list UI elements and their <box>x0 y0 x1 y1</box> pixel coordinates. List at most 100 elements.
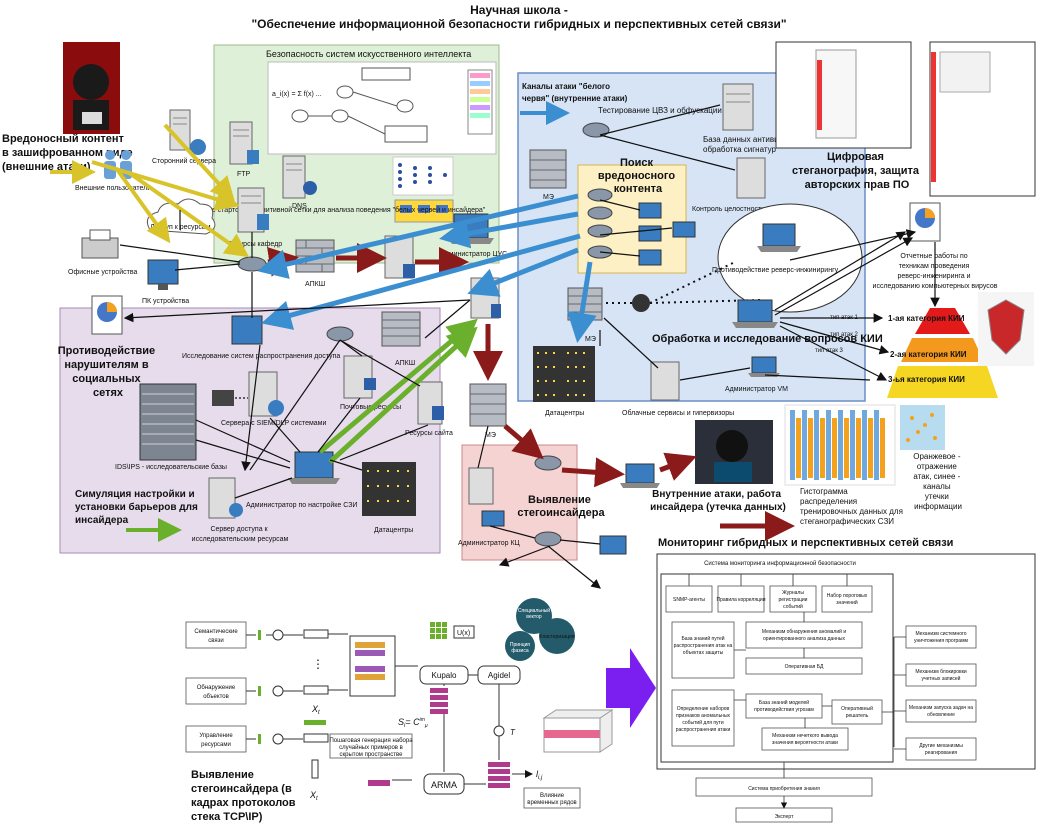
ids-rack-icon <box>139 383 197 461</box>
integrity-label: Контроль целостности ПО и версий <box>692 205 808 213</box>
report-top-icon <box>91 295 123 335</box>
internal-hacker-image <box>695 420 773 484</box>
res-dept-server-icon <box>237 187 269 233</box>
reports-icon <box>909 202 941 242</box>
ftp-server-icon <box>229 121 259 165</box>
insider-server-icon <box>468 467 494 505</box>
site-label: Ресурсы сайта <box>405 429 453 437</box>
scatter-image <box>900 405 945 450</box>
svg-text:SNMP-агенты: SNMP-агенты <box>673 597 705 603</box>
access-srv-label: Сервер доступа к исследовательским ресур… <box>192 526 289 543</box>
camera-icon <box>212 390 234 406</box>
white-worm-sub: Тестирование ЦВЗ и обфускации <box>598 106 722 115</box>
kii3-label: 3-ья категория КИИ <box>888 375 965 384</box>
kii1-label: 1-ая категория КИИ <box>888 314 965 323</box>
colored-arrows <box>91 123 795 541</box>
ai-region-title: Безопасность систем искусственного интел… <box>266 49 471 59</box>
emblem-icon <box>978 292 1034 366</box>
office-label: Офисные устройства <box>68 268 138 276</box>
admin-szi-icon <box>288 451 340 484</box>
dns-label: DNS <box>292 203 307 210</box>
me3-label: МЭ <box>485 432 496 439</box>
svg-text:Правила корреляции: Правила корреляции <box>717 597 766 603</box>
pc-label: ПК устройства <box>142 297 189 305</box>
pc-icon <box>147 259 179 290</box>
svg-text:Оперативная БД: Оперативная БД <box>785 664 824 670</box>
cloud-server-icon <box>650 361 680 401</box>
router-top-icon <box>582 122 610 138</box>
svg-text:li,j: li,j <box>536 769 543 781</box>
hacker-image <box>63 42 120 134</box>
internal-label: Внутренние атаки, работа инсайдера (утеч… <box>650 488 786 513</box>
simulation-label: Симуляция настройки и установки барьеров… <box>75 489 201 526</box>
office-printer-icon <box>81 229 119 259</box>
svg-text:⋮: ⋮ <box>312 657 324 671</box>
res-dept-label: Ресурсы кафедр <box>228 241 282 248</box>
router-insider2-icon <box>534 531 562 547</box>
orange-label: Оранжевое - отражение атак, синее - кана… <box>913 452 963 511</box>
siem-label: Сервера с SIEM/DLP системами <box>221 420 326 427</box>
dns-server-icon <box>282 155 317 199</box>
svg-text:Xt: Xt <box>309 790 318 802</box>
me2-label: МЭ <box>585 336 596 343</box>
social-title: Противодействие нарушителям в социальных… <box>58 345 158 399</box>
admin-cus-label: Администратор ЦУС <box>440 251 507 258</box>
title-line1: Научная школа - <box>470 3 568 17</box>
integrity-server-icon <box>736 157 766 199</box>
svg-text:Кластеризация: Кластеризация <box>539 634 574 640</box>
histogram-label: Гистограмма распределения тренировочных … <box>800 487 905 526</box>
attack2-label: тип атак 2 <box>830 332 859 338</box>
malware-search-title: Поиск вредоносного контента <box>598 157 678 195</box>
datacenter2-icon <box>362 462 416 516</box>
big-purple-arrow <box>606 648 656 728</box>
ftp-label: FTP <box>237 171 251 178</box>
hub-icon <box>632 294 650 312</box>
encrypted-label: Вредоносный контент в зашифрованном виде… <box>2 133 136 173</box>
svg-text:U(x): U(x) <box>457 630 470 637</box>
ai-formula-diagram: a_i(x) = Σ f(x) ... <box>267 61 497 155</box>
admin-vm-icon <box>748 356 780 377</box>
dist-research-icon <box>231 315 263 345</box>
apksh1-label: АПКШ <box>305 281 325 288</box>
admin-vm-label: Администратор VM <box>725 386 788 393</box>
me1-firewall-icon <box>529 149 567 189</box>
svg-text:Механизм обнаружения аномалий: Механизм обнаружения аномалий иориентиро… <box>762 628 846 642</box>
admin-kc-icon <box>481 510 505 527</box>
svg-text:Agidel: Agidel <box>488 671 510 680</box>
svg-text:Si= Cimμ: Si= Cimμ <box>398 717 428 729</box>
apksh2-firewall-icon <box>381 311 421 347</box>
insider-laptop2-icon <box>599 535 627 555</box>
watermark-title: Цифровая стеганография, защита авторских… <box>792 151 922 191</box>
svg-text:T: T <box>510 728 516 737</box>
av-db-label: База данных антивируса/ обработка сигнат… <box>703 135 800 154</box>
server-side-label: Сторонний сервера <box>152 157 216 165</box>
watermark-screens <box>775 41 1036 197</box>
admin-szi-label: Администратор по настройке СЗИ <box>246 501 357 509</box>
me3-firewall-icon <box>469 383 507 427</box>
neural-network-image <box>392 156 454 223</box>
insider-tcp-label: Выявление стегоинсайдера (в кадрах прото… <box>191 769 299 823</box>
ext-users-label: Внешние пользователи <box>75 185 151 192</box>
processing-laptop-icon <box>732 299 778 328</box>
svg-text:ARMA: ARMA <box>431 780 457 790</box>
svg-text:Система приобретения знания: Система приобретения знания <box>748 786 820 792</box>
black-links <box>119 104 940 589</box>
ai-note: Применение стартовой когнитивной сетки д… <box>175 206 486 214</box>
av-db-server-icon <box>722 83 754 131</box>
